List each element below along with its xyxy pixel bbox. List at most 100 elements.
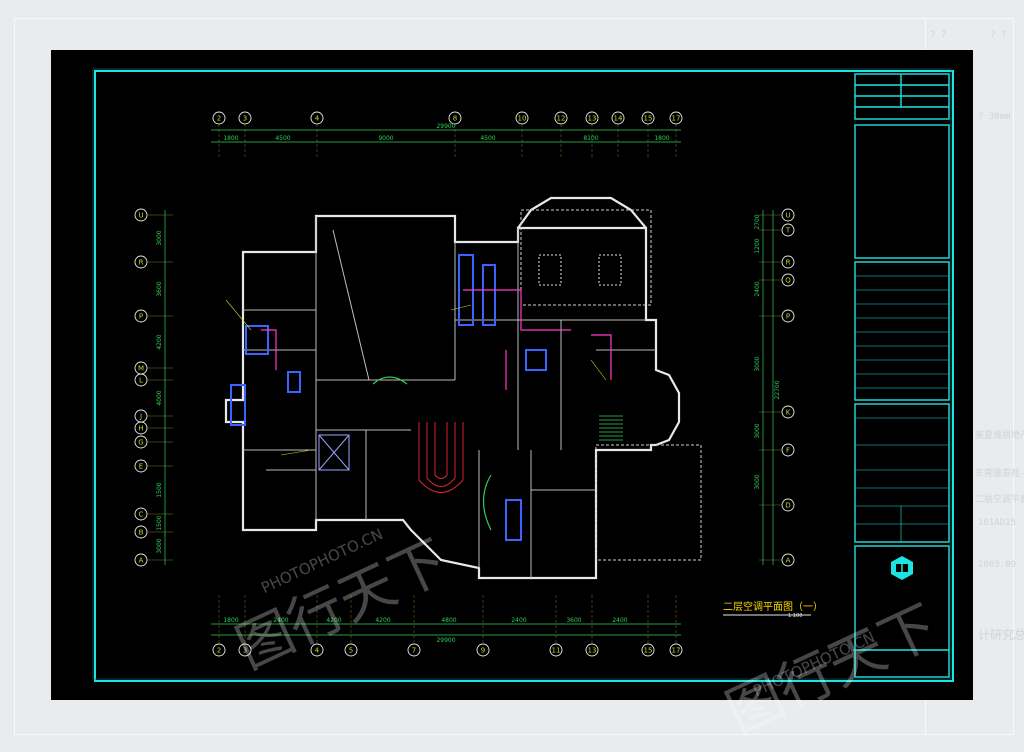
axis-left-J: J [134, 409, 148, 423]
axis-bottom-5: 5 [344, 643, 358, 657]
axis-left-A: A [134, 553, 148, 567]
axis-bottom-7: 7 [407, 643, 421, 657]
axis-bottom-15: 15 [641, 643, 655, 657]
dimension-label: 4200 [156, 334, 163, 349]
axis-label: 9 [481, 647, 485, 655]
dimension-label: 29900 [436, 637, 455, 644]
dimension-label: 2400 [754, 281, 761, 296]
background-institute-name: 计研究总 [978, 628, 1024, 642]
drawing-frame [94, 70, 954, 682]
balcony-arc [372, 376, 492, 531]
interior-walls [243, 216, 656, 578]
axis-label: 13 [588, 115, 597, 123]
axis-label: P [139, 313, 143, 321]
axis-top-10: 10 [515, 111, 529, 125]
axis-right-A: A [781, 553, 795, 567]
axis-top-15: 15 [641, 111, 655, 125]
axis-label: 17 [672, 647, 681, 655]
dimension-label: 22700 [774, 380, 781, 399]
axis-label: P [786, 313, 790, 321]
dimension-label: 2400 [612, 617, 627, 624]
dimension-label: 1800 [654, 135, 669, 142]
axis-top-4: 4 [310, 111, 324, 125]
axis-label: 2 [217, 115, 221, 123]
axis-label: 11 [552, 647, 561, 655]
axis-top-2: 2 [212, 111, 226, 125]
axis-right-Q: Q [781, 273, 795, 287]
axis-label: A [786, 557, 791, 565]
axis-right-P: P [781, 309, 795, 323]
elevator-shaft [318, 434, 350, 471]
background-top-marks: ? ? [930, 30, 947, 40]
axis-label: D [785, 502, 790, 510]
background-date: 2003.09 [978, 560, 1016, 570]
dimension-label: 1200 [754, 238, 761, 253]
dimension-label: 3600 [156, 281, 163, 296]
axis-label: 14 [614, 115, 623, 123]
axis-right-K: K [781, 405, 795, 419]
axis-bottom-4: 4 [310, 643, 324, 657]
axis-label: 5 [349, 647, 353, 655]
dimension-label: 1800 [223, 135, 238, 142]
axis-top-12: 12 [554, 111, 568, 125]
drawing-title: 二层空调平面图（一） [723, 600, 823, 613]
axis-label: U [785, 212, 790, 220]
title-block-rows [855, 275, 949, 542]
background-top-marks-2: ? ? [990, 30, 1007, 40]
dimension-label: 4500 [480, 135, 495, 142]
axis-bottom-3: 3 [238, 643, 252, 657]
axis-right-D: D [781, 498, 795, 512]
dimension-label: 4000 [156, 390, 163, 405]
axis-left-B: B [134, 525, 148, 539]
axis-left-C: C [134, 507, 148, 521]
axis-label: U [138, 212, 143, 220]
axis-label: 3 [243, 647, 247, 655]
axis-bottom-2: 2 [212, 643, 226, 657]
dimension-label: 3000 [754, 423, 761, 438]
air-ducts [230, 254, 547, 541]
dimension-label: 3000 [754, 356, 761, 371]
axis-label: 7 [412, 647, 416, 655]
dimension-label: 3600 [566, 617, 581, 624]
dimension-label: 3000 [754, 474, 761, 489]
dimension-label: 2400 [511, 617, 526, 624]
axis-label: H [138, 425, 143, 433]
institute-logo [891, 556, 913, 580]
axis-right-F: F [781, 443, 795, 457]
axis-label: M [138, 365, 144, 373]
axis-right-T: T [781, 223, 795, 237]
axis-label: G [138, 439, 143, 447]
axis-left-G: G [134, 435, 148, 449]
axis-label: F [786, 447, 790, 455]
axis-label: B [139, 529, 144, 537]
dimension-label: 3000 [156, 230, 163, 245]
axis-bottom-9: 9 [476, 643, 490, 657]
title-block [854, 73, 950, 678]
axis-bottom-11: 11 [549, 643, 563, 657]
dimension-label: 2700 [754, 214, 761, 229]
axis-label: 15 [644, 115, 653, 123]
background-drawing-no: 101AD15 [978, 518, 1016, 528]
drawing-frame-shadow [92, 68, 952, 680]
axis-label: L [139, 377, 143, 385]
axis-left-H: H [134, 421, 148, 435]
background-drawing-name: 二层空调平面图（一 [975, 495, 1024, 505]
axis-right-U: U [781, 208, 795, 222]
axis-right-R: R [781, 255, 795, 269]
dimension-label: 1800 [223, 617, 238, 624]
axis-top-3: 3 [238, 111, 252, 125]
indoor-units [538, 254, 622, 286]
axis-top-14: 14 [611, 111, 625, 125]
axis-left-R: R [134, 255, 148, 269]
drawing-scale: 1:100 [788, 613, 802, 619]
axis-left-E: E [134, 459, 148, 473]
axis-label: 4 [315, 115, 320, 123]
axis-label: 4 [315, 647, 320, 655]
axis-left-M: M [134, 361, 148, 375]
annotation-leaders [225, 299, 607, 456]
axis-label: 10 [518, 115, 527, 123]
axis-left-U: U [134, 208, 148, 222]
